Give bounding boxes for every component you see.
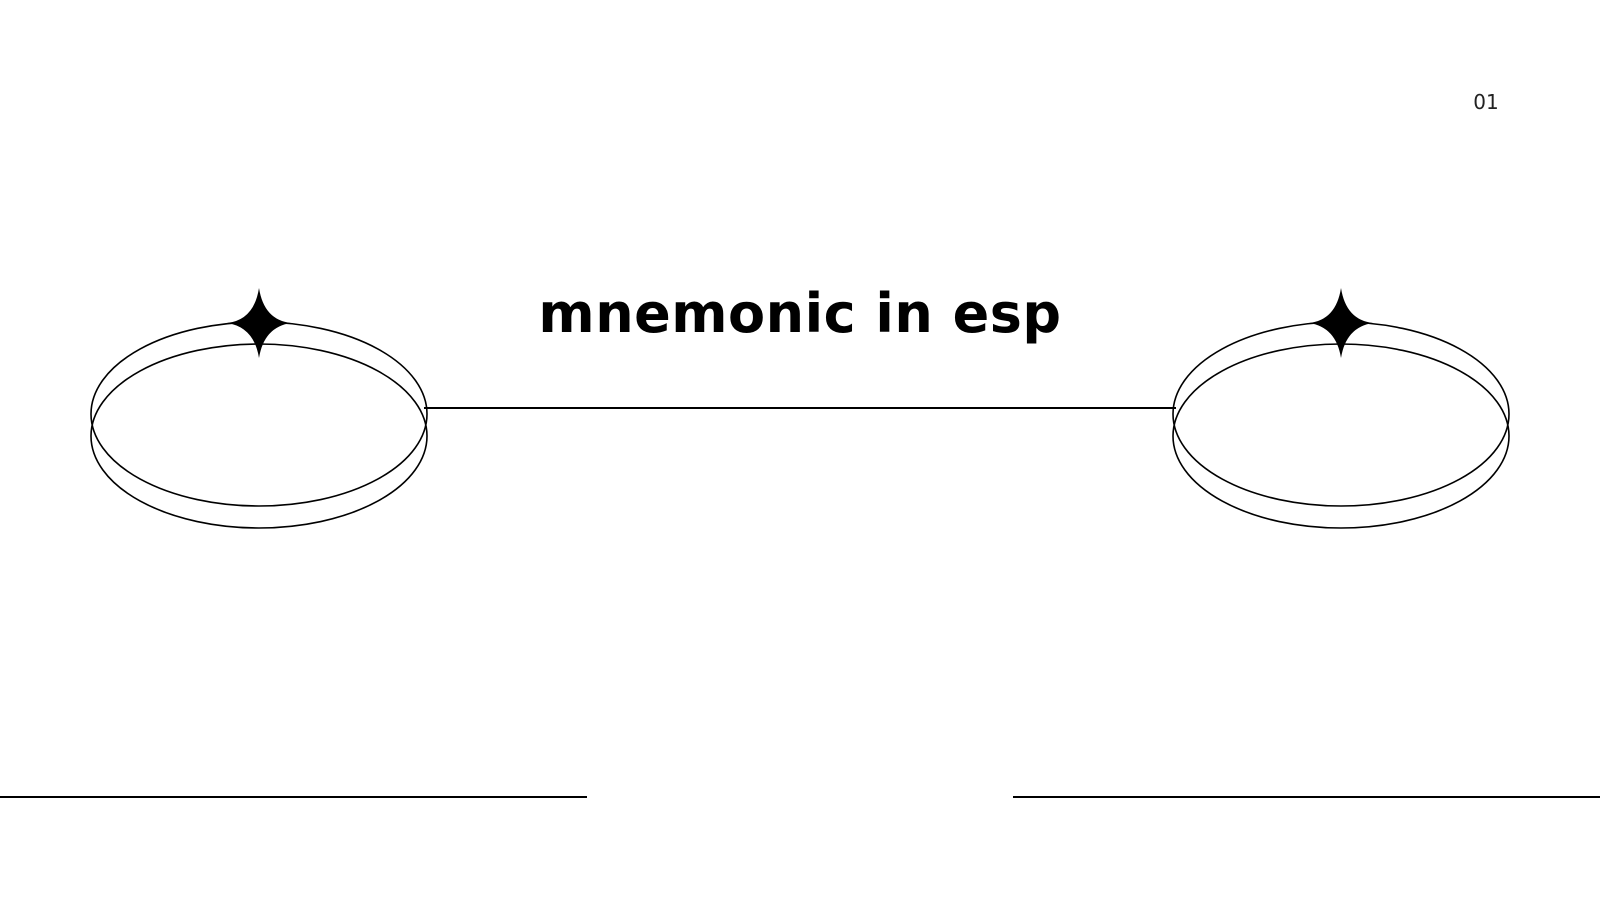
left-sparkle-icon	[227, 288, 291, 358]
page-number: 01	[1473, 90, 1499, 114]
right-sparkle-icon	[1309, 288, 1373, 358]
slide-title: mnemonic in esp	[538, 282, 1062, 345]
